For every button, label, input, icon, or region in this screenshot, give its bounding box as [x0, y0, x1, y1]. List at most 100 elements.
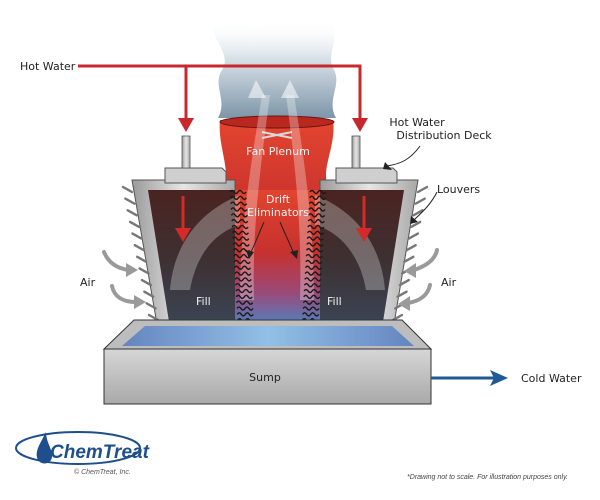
label-distribution-deck-line1: Hot Water [389, 116, 445, 129]
label-air-left: Air [80, 276, 96, 289]
drift-wave [308, 213, 326, 218]
drift-wave [304, 265, 323, 270]
drift-wave [230, 213, 248, 218]
drift-wave [236, 312, 254, 317]
label-fill-right: Fill [327, 295, 342, 308]
label-drift-line2: Eliminators [247, 206, 309, 219]
louver-slat [143, 290, 155, 298]
air-arrowhead-right-2 [398, 296, 410, 311]
drift-wave [231, 230, 250, 235]
louver-slat [135, 255, 148, 264]
label-air-right: Air [441, 276, 457, 289]
label-fan-plenum: Fan Plenum [246, 145, 310, 158]
callout-arrowhead-drift-left-icon [246, 250, 254, 259]
drift-wave [233, 265, 252, 270]
drift-wave [236, 306, 254, 311]
air-arrow-right-icon [406, 248, 439, 305]
drift-wave [305, 248, 324, 253]
label-sump: Sump [249, 371, 281, 384]
right-fill-media [320, 190, 404, 328]
air-arrowhead-left-1 [126, 263, 138, 277]
louver-slat [121, 185, 134, 194]
drift-wave [231, 224, 249, 230]
logo-swoosh [15, 431, 141, 465]
louver-slat [147, 313, 160, 322]
drift-eliminators-right [301, 189, 327, 329]
label-hot-water: Hot Water [20, 60, 76, 73]
steam-plume [212, 20, 337, 118]
drift-wave [303, 288, 321, 294]
label-drift-line1: Drift [266, 193, 291, 206]
drift-wave [235, 294, 253, 300]
label-fill-left: Fill [196, 295, 211, 308]
drift-wave [306, 230, 325, 235]
drift-wave [305, 253, 323, 259]
louvers-left [121, 185, 160, 322]
louver-slat [124, 197, 136, 205]
louver-slat [140, 278, 153, 287]
drift-wave [307, 218, 325, 224]
label-distribution-deck-line2: Distribution Deck [396, 129, 492, 142]
drift-wave [302, 306, 320, 311]
air-arrowhead-left-2 [134, 295, 146, 309]
louver-slat [405, 243, 417, 252]
drift-wave [302, 312, 320, 317]
drift-wave [234, 277, 252, 282]
hot-water-pipe [78, 64, 362, 120]
louver-slat [416, 185, 429, 194]
air-arrow-up-right-icon [281, 80, 299, 98]
hot-water-arrow-right-icon [352, 118, 368, 132]
center-airway [235, 190, 320, 328]
hot-water-arrow-left-icon [178, 118, 194, 132]
drift-wave [309, 189, 327, 195]
drift-wave [306, 242, 324, 247]
drift-wave [229, 189, 247, 195]
louver-slat [131, 232, 143, 240]
water-flow-arrow-right-icon [356, 196, 372, 242]
drift-wave [230, 201, 248, 206]
logo-droplet-icon [36, 432, 52, 464]
air-flow-left [170, 195, 240, 290]
copyright-text: © ChemTreat, Inc. [74, 468, 131, 476]
left-fill-media [148, 190, 235, 328]
drift-wave [235, 288, 253, 294]
louver-slat [128, 220, 141, 229]
label-louvers: Louvers [437, 183, 480, 196]
drift-wave [302, 300, 320, 305]
drift-wave [233, 253, 251, 259]
louver-slat [414, 197, 426, 205]
drift-wave [304, 271, 322, 276]
chemtreat-logo: ChemTreat © ChemTreat, Inc. [15, 431, 150, 476]
louver-slat [126, 209, 138, 217]
air-arrow-left-icon [102, 250, 138, 304]
fan-plenum-rim [219, 115, 335, 129]
sump-body [103, 348, 432, 405]
drift-wave [307, 224, 325, 230]
drift-wave [303, 294, 321, 300]
drift-wave [232, 242, 250, 247]
drift-wave [232, 236, 250, 241]
distribution-deck-right [335, 135, 398, 184]
callout-arrowhead-deck-icon [383, 162, 392, 170]
water-flow-arrow-left-icon [175, 196, 191, 242]
drift-wave [230, 207, 248, 212]
distribution-deck-left [164, 135, 227, 184]
callout-arrowhead-drift-right-icon [290, 250, 298, 259]
drift-wave [229, 195, 247, 201]
drift-wave [236, 300, 254, 305]
louver-slat [412, 209, 424, 217]
drift-wave [309, 195, 327, 201]
air-arrow-up-left-icon [248, 80, 266, 98]
cold-water-arrow-icon [490, 370, 508, 386]
label-cold-water: Cold Water [521, 372, 582, 385]
sump-water [122, 326, 414, 346]
drift-wave [303, 283, 322, 288]
drift-wave [308, 207, 326, 212]
logo-text: ChemTreat [50, 442, 150, 463]
drift-wave [306, 236, 324, 241]
louver-slat [398, 278, 411, 287]
air-arrowhead-right-1 [404, 263, 416, 278]
louver-slat [407, 232, 420, 240]
callout-arrowhead-louvers-icon [410, 216, 418, 224]
